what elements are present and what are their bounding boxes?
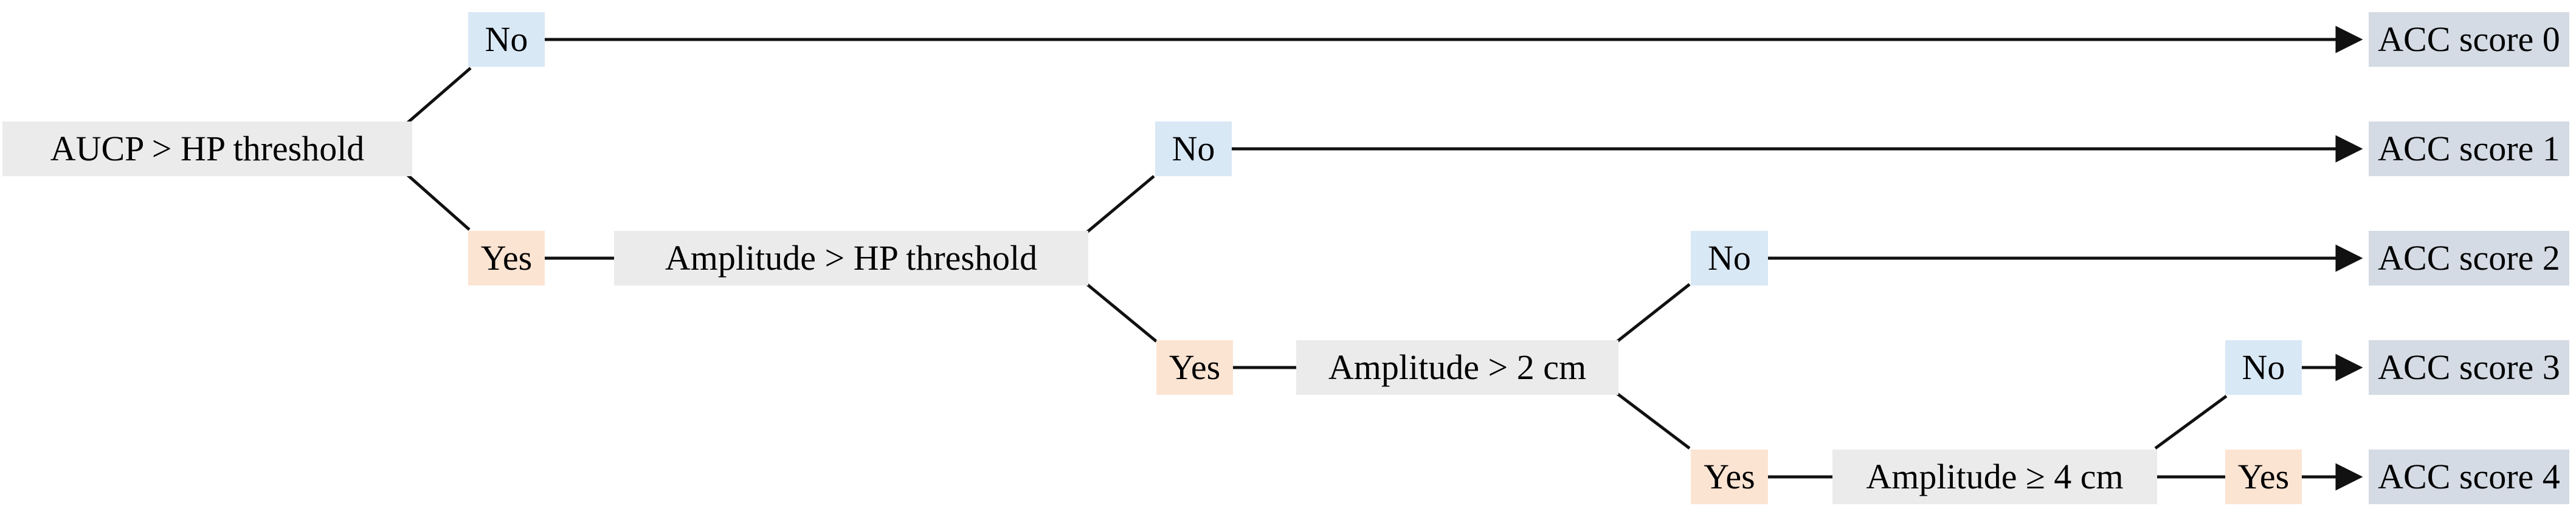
edge-line (405, 67, 472, 125)
outcome-acc-score-4: ACC score 4 (2369, 450, 2569, 504)
branch-yes-from-amplitude-4cm: Yes (2225, 450, 2302, 504)
branch-yes-from-aucp: Yes (468, 231, 545, 286)
branch-no-from-aucp: No (468, 12, 545, 67)
branch-yes-from-amplitude-hp: Yes (1156, 340, 1233, 395)
condition-amplitude-hp-threshold: Amplitude > HP threshold (614, 231, 1088, 286)
branch-no-from-amplitude-2cm: No (1691, 231, 1768, 286)
condition-amplitude-ge-4cm: Amplitude ≥ 4 cm (1832, 450, 2157, 504)
branch-yes-from-amplitude-2cm: Yes (1691, 450, 1768, 504)
edge-line (2154, 394, 2228, 450)
edge-line (1086, 283, 1158, 343)
condition-aucp-hp-threshold: AUCP > HP threshold (2, 121, 412, 176)
branch-no-from-amplitude-hp: No (1155, 121, 1232, 176)
outcome-acc-score-0: ACC score 0 (2369, 12, 2569, 67)
edge-line (405, 173, 471, 231)
edge-line (1616, 392, 1691, 450)
outcome-acc-score-2: ACC score 2 (2369, 231, 2569, 286)
edge-line (1616, 283, 1691, 343)
outcome-acc-score-1: ACC score 1 (2369, 121, 2569, 176)
branch-no-from-amplitude-4cm: No (2225, 340, 2302, 395)
outcome-acc-score-3: ACC score 3 (2369, 340, 2569, 395)
edge-line (1086, 175, 1155, 233)
condition-amplitude-gt-2cm: Amplitude > 2 cm (1296, 340, 1618, 395)
